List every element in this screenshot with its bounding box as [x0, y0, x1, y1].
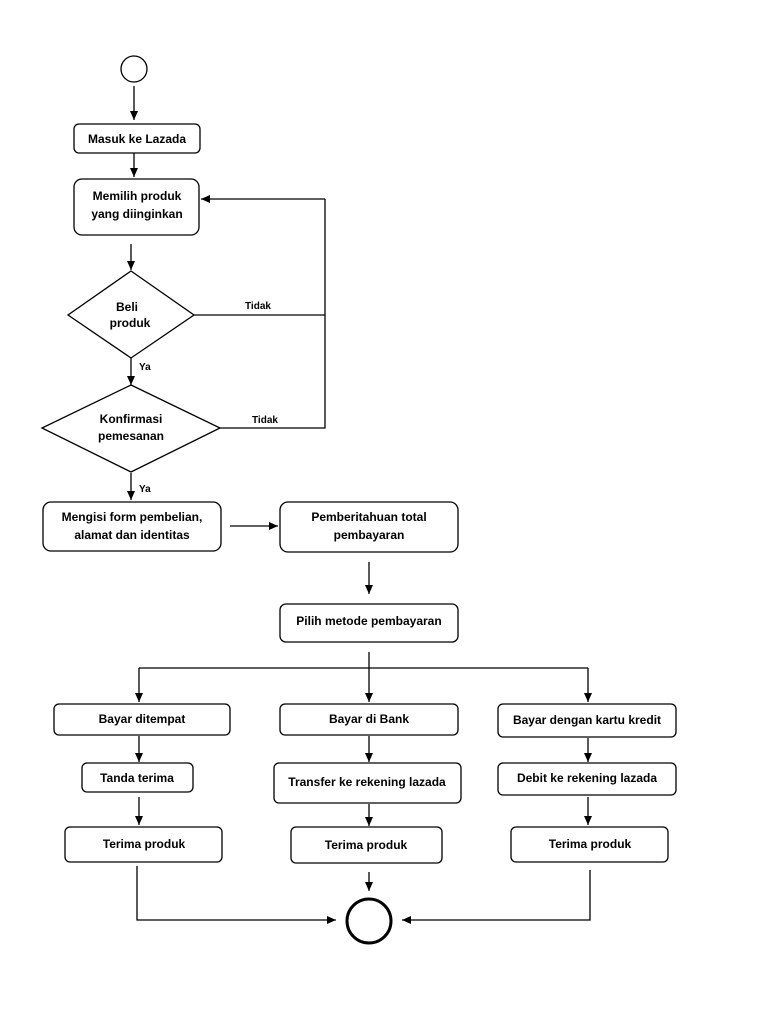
svg-text:Terima produk: Terima produk	[325, 838, 408, 852]
svg-text:pembayaran: pembayaran	[334, 528, 405, 542]
label-tidak-beli: Tidak	[245, 301, 271, 312]
svg-text:Pemberitahuan total: Pemberitahuan total	[311, 510, 426, 524]
node-debit-rekening: Debit ke rekening lazada	[497, 762, 677, 796]
decision-beli-produk: Beli produk	[66, 270, 196, 359]
svg-text:Terima produk: Terima produk	[549, 837, 632, 851]
node-bayar-di-bank: Bayar di Bank	[279, 703, 459, 736]
label-ya-konfirmasi: Ya	[139, 484, 151, 495]
line-tidak-konfirmasi	[220, 199, 326, 429]
svg-text:Mengisi form pembelian,: Mengisi form pembelian,	[62, 510, 203, 524]
node-tanda-terima: Tanda terima	[81, 762, 194, 793]
start-node	[120, 55, 148, 83]
svg-text:Bayar dengan kartu kredit: Bayar dengan kartu kredit	[513, 713, 661, 727]
node-bayar-ditempat: Bayar ditempat	[53, 703, 231, 736]
svg-text:pemesanan: pemesanan	[98, 429, 164, 443]
svg-text:Memilih produk: Memilih produk	[93, 189, 182, 203]
svg-text:produk: produk	[110, 316, 151, 330]
svg-text:Terima produk: Terima produk	[103, 837, 186, 851]
end-node	[345, 897, 393, 945]
svg-text:Konfirmasi: Konfirmasi	[100, 412, 163, 426]
svg-text:Debit ke rekening lazada: Debit ke rekening lazada	[517, 771, 657, 785]
svg-text:Bayar di Bank: Bayar di Bank	[329, 712, 409, 726]
label-tidak-konfirmasi: Tidak	[252, 415, 278, 426]
node-pilih-metode: Pilih metode pembayaran	[279, 603, 459, 643]
svg-text:Masuk ke Lazada: Masuk ke Lazada	[88, 132, 186, 146]
node-bayar-kartu-kredit: Bayar dengan kartu kredit	[497, 703, 677, 738]
node-terima-produk-3: Terima produk	[510, 826, 669, 863]
svg-text:Bayar ditempat: Bayar ditempat	[99, 712, 186, 726]
node-mengisi-form: Mengisi form pembelian, alamat dan ident…	[42, 501, 222, 552]
line-terima-3-to-end	[402, 870, 591, 924]
node-transfer-rekening: Transfer ke rekening lazada	[273, 762, 462, 804]
svg-text:Tanda terima: Tanda terima	[100, 771, 174, 785]
svg-text:alamat dan identitas: alamat dan identitas	[74, 528, 190, 542]
node-memilih-produk: Memilih produk yang diinginkan	[73, 178, 200, 236]
label-ya-beli: Ya	[139, 362, 151, 373]
svg-text:Pilih metode pembayaran: Pilih metode pembayaran	[296, 614, 441, 628]
node-terima-produk-2: Terima produk	[290, 826, 443, 864]
svg-text:yang diinginkan: yang diinginkan	[91, 207, 182, 221]
node-terima-produk-1: Terima produk	[64, 826, 223, 863]
decision-konfirmasi-pemesanan: Konfirmasi pemesanan	[40, 384, 222, 473]
line-terima-1-to-end	[136, 866, 336, 924]
svg-text:Transfer ke rekening lazada: Transfer ke rekening lazada	[288, 775, 446, 789]
node-masuk-ke-lazada: Masuk ke Lazada	[73, 123, 201, 154]
svg-text:Beli: Beli	[116, 300, 138, 314]
node-pemberitahuan-total: Pemberitahuan total pembayaran	[279, 501, 459, 553]
